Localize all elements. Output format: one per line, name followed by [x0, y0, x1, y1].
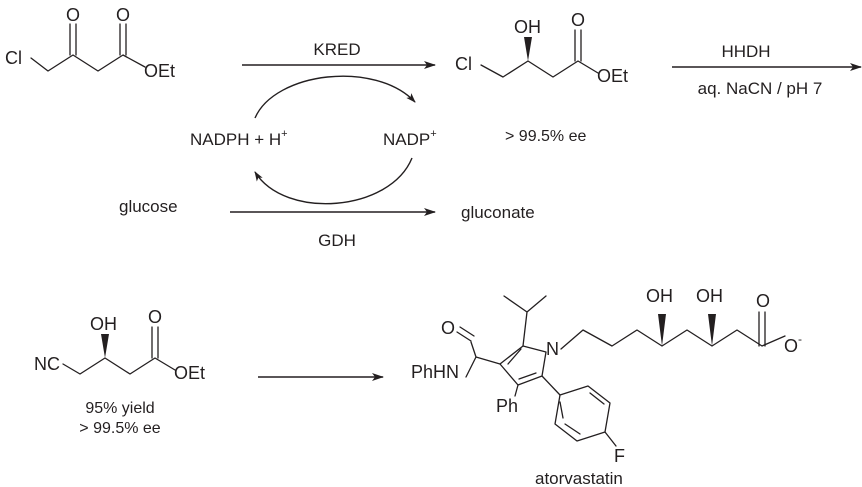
kred-label: KRED — [313, 40, 360, 59]
atorvastatin-structure: O PhHN Ph F N OH OH O O- atorvastatin — [411, 286, 802, 487]
atom-cl: Cl — [5, 48, 22, 68]
atom-oh: OH — [90, 314, 117, 334]
intermediate-chlorohydrin: Cl OH O OEt > 99.5% ee — [455, 10, 628, 145]
hhdh-conditions: aq. NaCN / pH 7 — [698, 79, 823, 98]
kred-reaction-arrow: KRED — [242, 40, 436, 69]
atom-ph: Ph — [496, 396, 518, 416]
atom-o-minus: O- — [784, 332, 802, 356]
atorvastatin-label: atorvastatin — [535, 469, 623, 487]
yield-label: 95% yield — [85, 400, 154, 417]
atom-cl: Cl — [455, 54, 472, 74]
starting-material-chloroketoester: Cl O O OEt — [5, 5, 175, 81]
atom-o: O — [148, 307, 162, 327]
gluconate-label: gluconate — [461, 203, 535, 222]
atom-nc: NC — [34, 354, 60, 374]
atom-o: O — [571, 10, 585, 30]
atom-o: O — [441, 318, 455, 338]
ee-label: > 99.5% ee — [505, 128, 587, 145]
atom-o: O — [756, 291, 770, 311]
atom-o: O — [66, 5, 80, 25]
intermediate-hydroxynitrile: NC OH O OEt 95% yield > 99.5% ee — [34, 307, 205, 437]
atom-phhn: PhHN — [411, 362, 459, 382]
atom-oh: OH — [646, 286, 673, 306]
hhdh-reaction-arrow: HHDH aq. NaCN / pH 7 — [672, 42, 862, 98]
cofactor-cycle: NADPH + H+ NADP+ — [190, 75, 437, 205]
atom-f: F — [614, 446, 625, 466]
nadph-label: NADPH + H+ — [190, 128, 288, 149]
ee-label: > 99.5% ee — [79, 420, 161, 437]
gdh-regeneration: glucose gluconate GDH — [119, 197, 535, 250]
atom-oet: OEt — [174, 363, 205, 383]
atom-n: N — [546, 339, 559, 359]
atom-oet: OEt — [144, 61, 175, 81]
atom-oh: OH — [514, 17, 541, 37]
atom-oet: OEt — [597, 66, 628, 86]
atom-oh: OH — [696, 286, 723, 306]
glucose-label: glucose — [119, 197, 178, 216]
gdh-label: GDH — [318, 231, 356, 250]
hhdh-label: HHDH — [721, 42, 770, 61]
atom-o: O — [116, 5, 130, 25]
nadp-label: NADP+ — [383, 128, 437, 149]
